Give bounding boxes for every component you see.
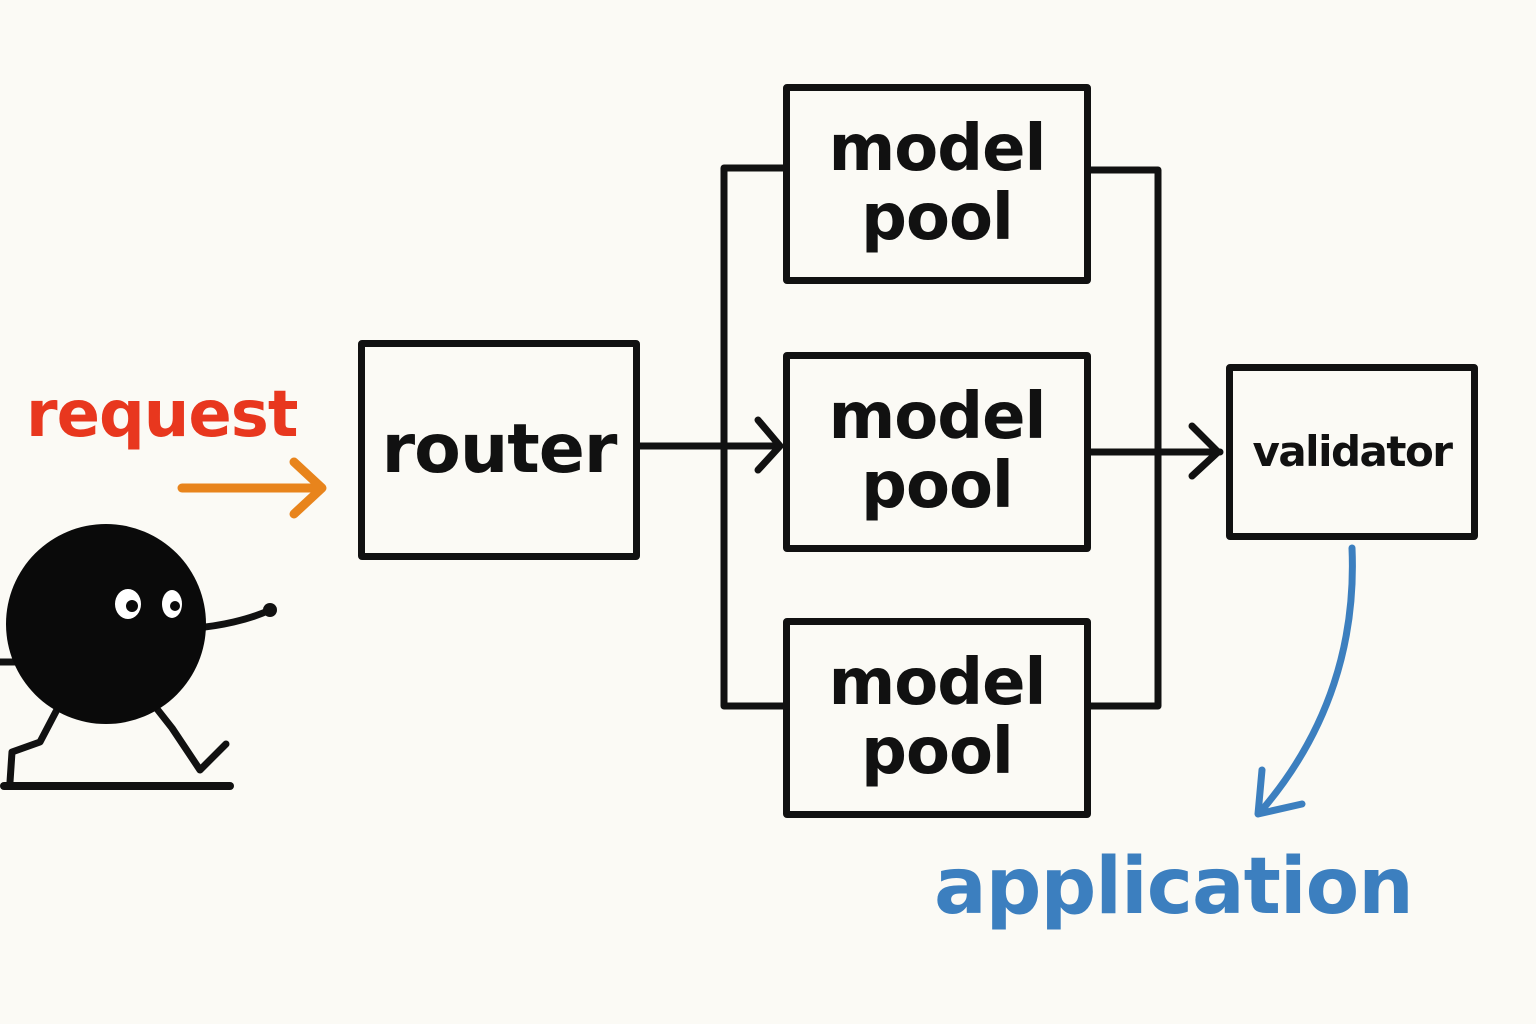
request-label: request [26,378,298,452]
walking-ball-character-icon [0,524,277,790]
router-to-pool-arrow [636,416,784,474]
model-pool-2-line2: pool [861,449,1014,523]
validator-node: validator [1226,364,1478,540]
model-pool-3-line1: model [828,645,1047,720]
pools-to-validator-bracket [1087,166,1162,710]
model-pool-node-2: model pool [783,352,1091,552]
router-node: router [358,340,640,560]
model-pool-node-3: model pool [783,618,1091,818]
model-pool-1-line1: model [828,111,1047,186]
model-pool-3-line2: pool [861,715,1014,789]
pool-to-validator-arrow [1087,422,1224,480]
model-pool-node-1: model pool [783,84,1091,284]
model-pool-1-line2: pool [861,181,1014,255]
router-to-pools-bracket [720,164,787,710]
router-label: router [381,410,618,490]
request-arrow [177,457,327,519]
validator-label: validator [1252,427,1453,477]
validator-to-application-arrow [1254,544,1356,818]
model-pool-2-line1: model [828,379,1047,454]
application-label: application [934,842,1414,932]
